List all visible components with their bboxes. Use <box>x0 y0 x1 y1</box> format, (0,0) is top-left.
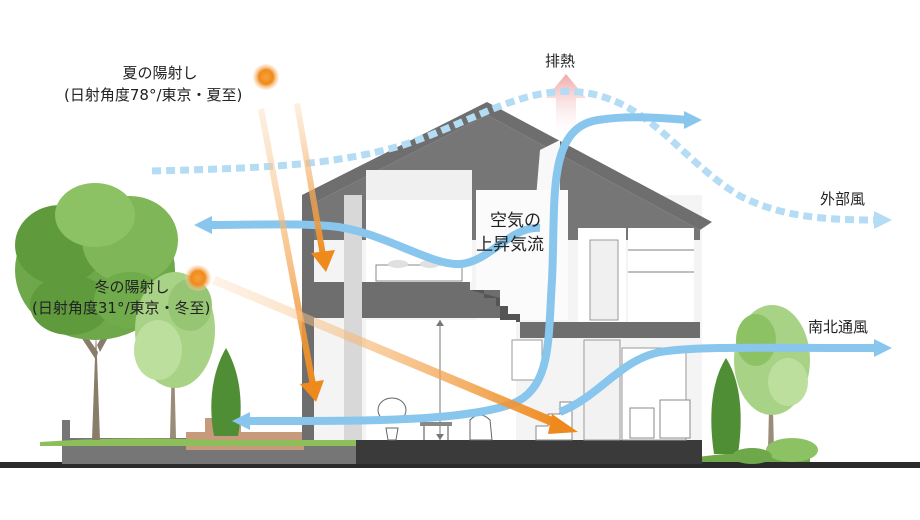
upper-floor-wind-arrow <box>209 220 541 269</box>
ground-line <box>0 462 920 468</box>
north-south-wind-arrow <box>558 343 877 416</box>
air-rise-label-line1: 空気の <box>490 211 541 231</box>
summer-angle-label: (日射角度78°/東京・夏至) <box>64 86 243 104</box>
rising-airflow-arrow <box>245 113 689 426</box>
air-rise-label-line2: 上昇気流 <box>476 235 544 255</box>
summer-sun-label: 夏の陽射し <box>122 64 198 82</box>
outside-wind-label: 外部風 <box>820 190 866 208</box>
winter-angle-label: (日射角度31°/東京・冬至) <box>32 299 211 317</box>
winter-sun-rays <box>212 276 578 434</box>
exhaust-label: 排熱 <box>545 52 576 70</box>
conifer-right <box>711 358 741 454</box>
conifer-left <box>211 348 241 436</box>
summer-sun-icon <box>253 64 279 90</box>
tree-right <box>734 305 810 450</box>
north-south-wind-label: 南北通風 <box>808 318 869 336</box>
roof <box>302 102 712 230</box>
small-tree-left <box>134 272 215 438</box>
winter-sun-icon <box>185 265 211 291</box>
large-tree-left <box>15 183 178 440</box>
outside-wind-arrow <box>151 87 877 224</box>
house-section <box>302 102 712 464</box>
winter-sun-label: 冬の陽射し <box>94 278 170 296</box>
